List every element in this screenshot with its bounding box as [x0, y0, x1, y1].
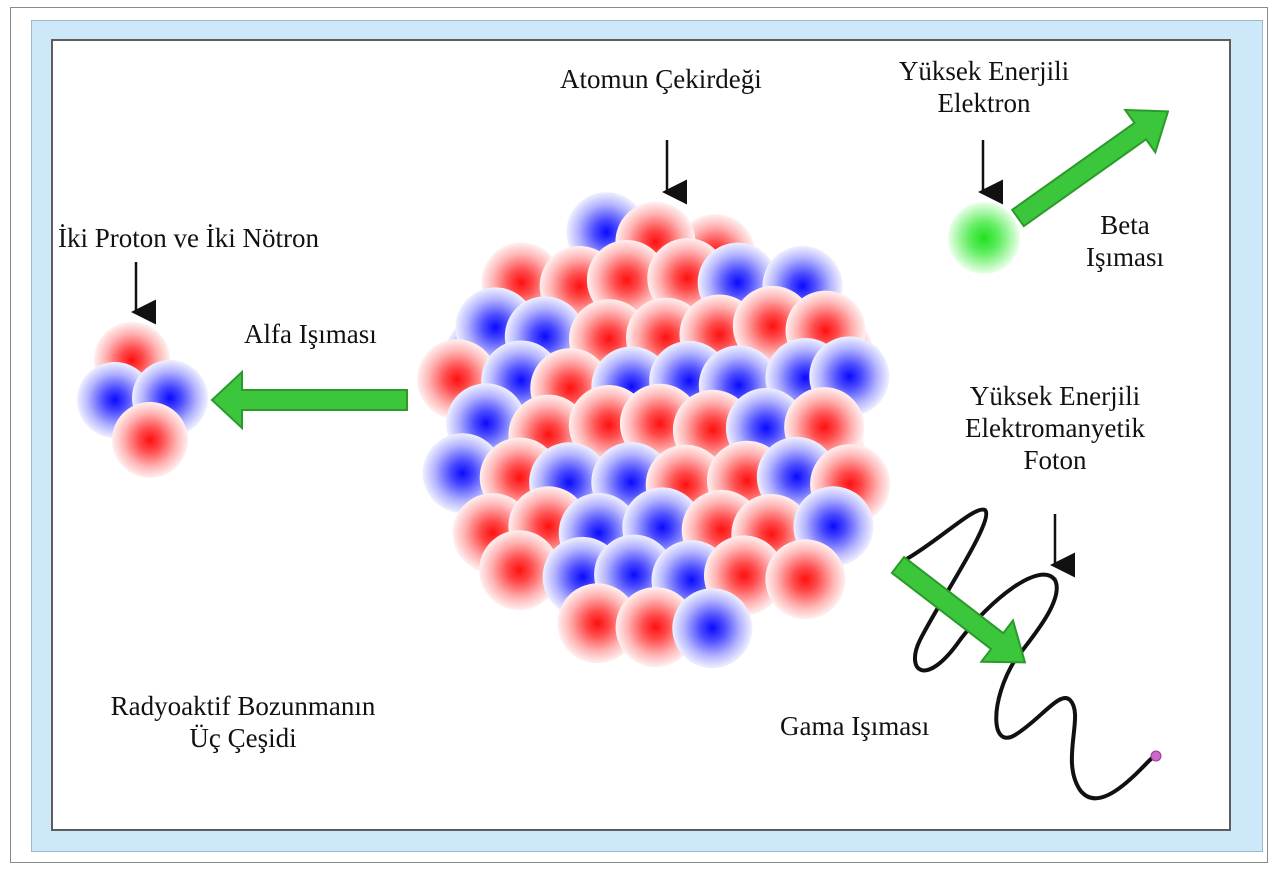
nucleus-neutron [422, 433, 503, 514]
nucleus-proton [557, 583, 638, 664]
photon-label-line1: Yüksek Enerjili [969, 381, 1141, 411]
beta-label-line1: Beta [1100, 210, 1150, 240]
nucleus-proton [765, 539, 846, 620]
alpha-radiation-label: Alfa Işıması [244, 319, 377, 349]
gamma-arrow [890, 555, 1027, 664]
nucleus-proton [479, 530, 560, 611]
beta-electron [948, 202, 1020, 274]
gamma-wave-end [1150, 750, 1162, 762]
diagram-caption: Radyoaktif Bozunmanın Üç Çeşidi [86, 690, 400, 754]
high-energy-electron-label: Yüksek Enerjili Elektron [876, 55, 1092, 119]
nucleus-label: Atomun Çekirdeği [560, 64, 762, 94]
alpha-proton-bottom [112, 402, 188, 478]
caption-line2: Üç Çeşidi [189, 723, 297, 753]
high-energy-photon-label: Yüksek Enerjili Elektromanyetik Foton [940, 380, 1170, 476]
photon-label-line2: Elektromanyetik [965, 413, 1145, 443]
alpha-arrow [210, 369, 408, 431]
two-protons-two-neutrons-label: İki Proton ve İki Nötron [58, 223, 319, 253]
gamma-radiation-label: Gama Işıması [780, 711, 930, 741]
electron-label-line1: Yüksek Enerjili [898, 56, 1070, 86]
beta-arrow [1010, 108, 1170, 228]
atomic-nucleus [417, 192, 891, 669]
nucleus-neutron [672, 588, 753, 669]
beta-radiation-label: Beta Işıması [1070, 209, 1180, 273]
electron-label-line2: Elektron [937, 88, 1031, 118]
gamma-photon-wave [903, 507, 1158, 801]
photon-label-line3: Foton [1023, 445, 1087, 475]
caption-line1: Radyoaktif Bozunmanın [110, 691, 376, 721]
beta-label-line2: Işıması [1086, 242, 1164, 272]
nucleus-proton [615, 587, 696, 668]
alpha-particle-cluster [77, 322, 208, 478]
